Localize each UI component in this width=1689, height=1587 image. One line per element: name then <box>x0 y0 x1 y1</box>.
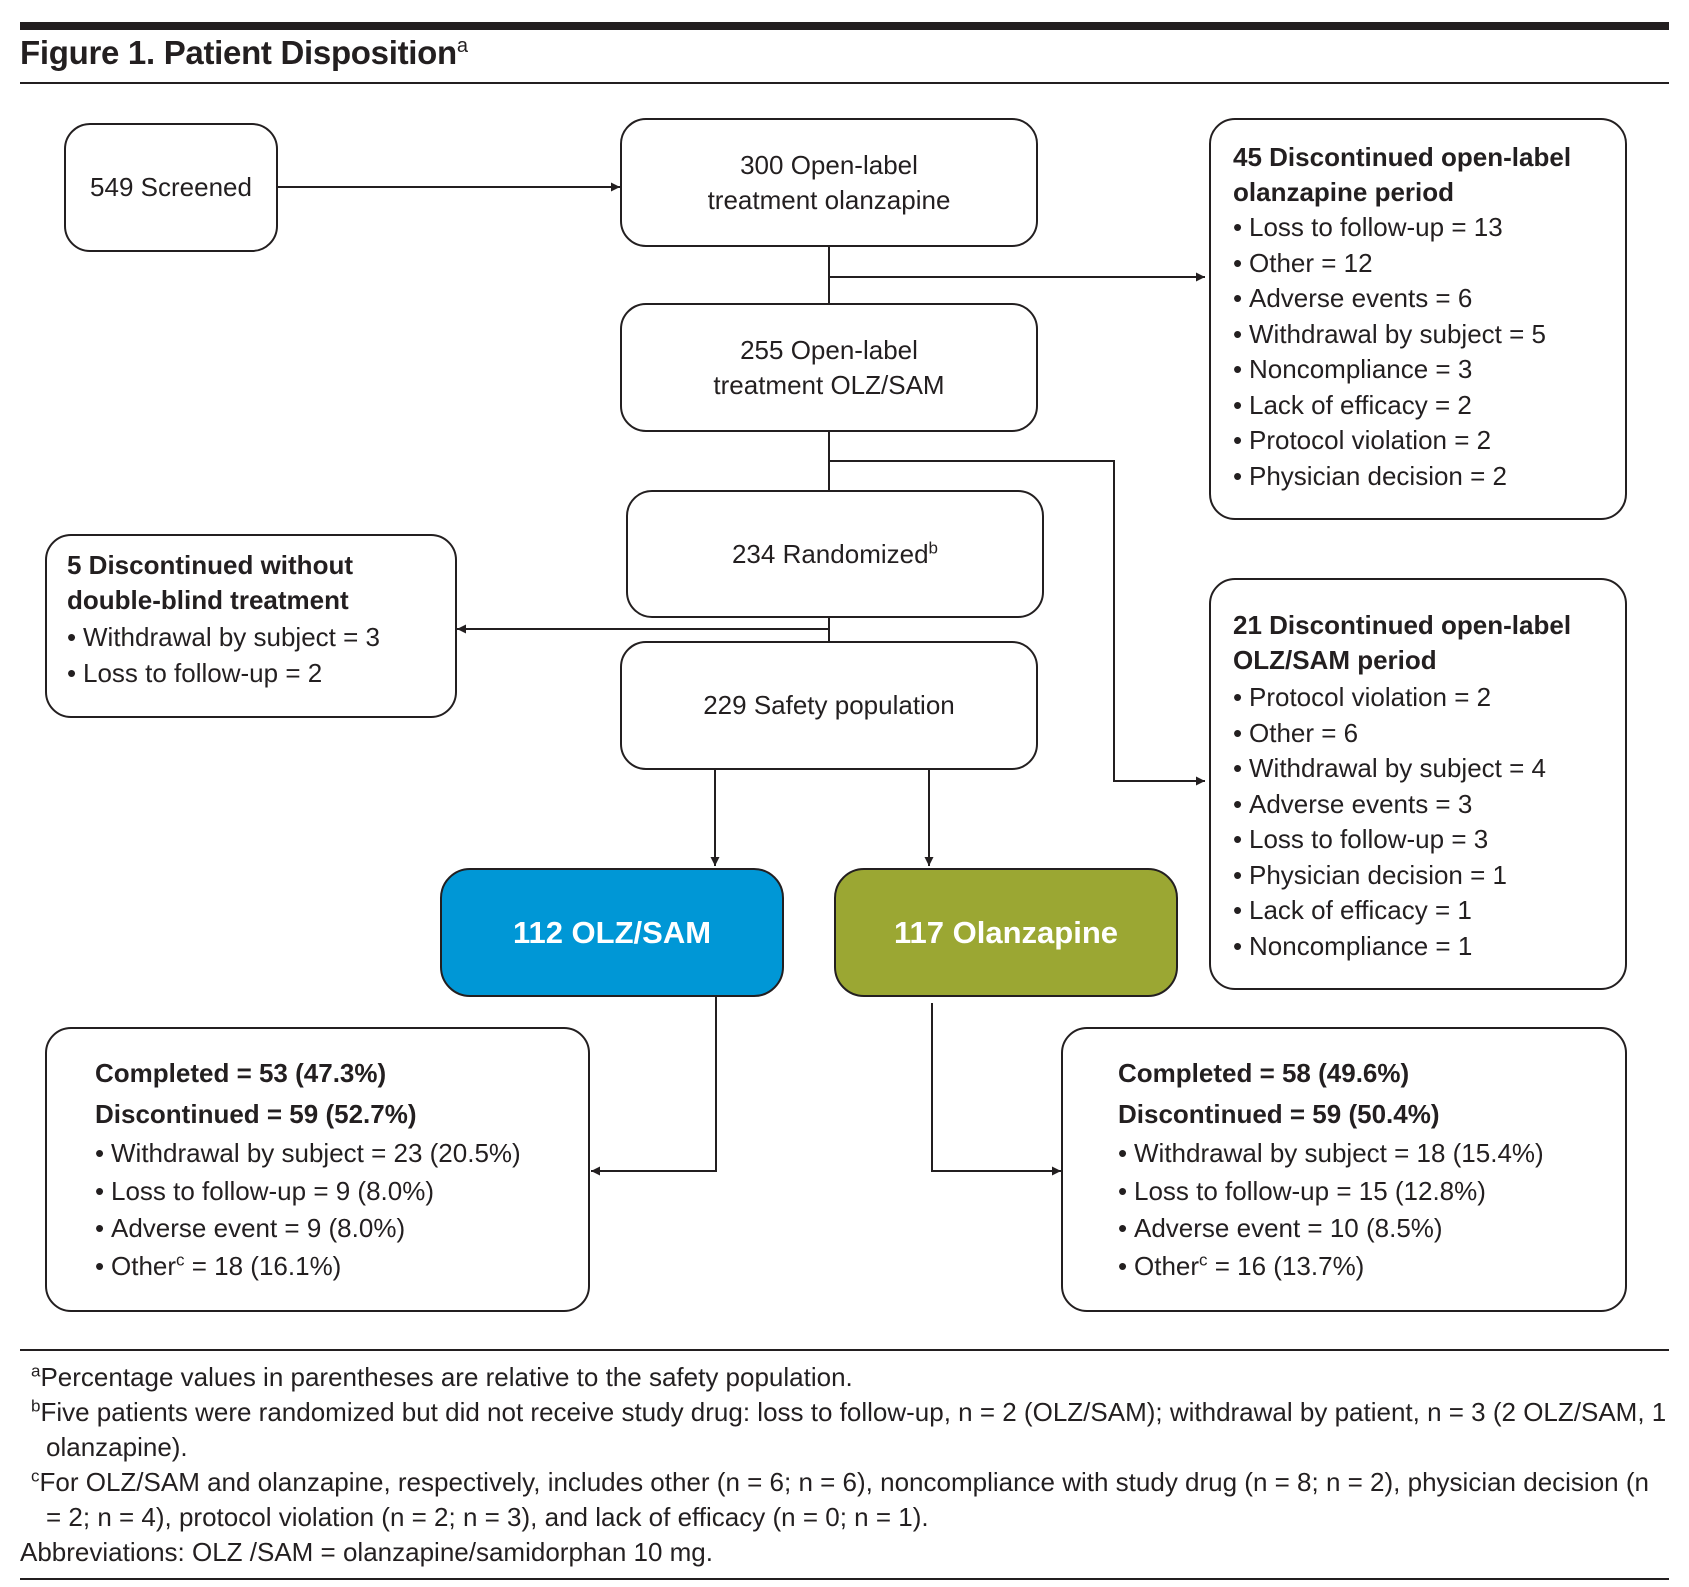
discontinued-heading: OLZ/SAM period <box>1233 645 1437 675</box>
list-item: Adverse events = 6 <box>1233 281 1605 317</box>
arrow-left-icon <box>591 997 717 1176</box>
bottom-rule <box>20 1578 1669 1580</box>
discontinued-heading: 45 Discontinued open-label <box>1233 142 1572 172</box>
list-item: Withdrawal by subject = 23 (20.5%) <box>95 1135 568 1173</box>
screened-box: 549 Screened <box>64 123 278 252</box>
arrow-right-icon <box>829 460 1205 786</box>
list-item: Loss to follow-up = 9 (8.0%) <box>95 1173 568 1211</box>
olzsam-arm-box: 112 OLZ/SAM <box>440 868 784 997</box>
discontinued-reasons-list: Withdrawal by subject = 18 (15.4%) Loss … <box>1118 1135 1605 1285</box>
list-item: Adverse event = 10 (8.5%) <box>1118 1210 1605 1248</box>
outcome-olanzapine-box: Completed = 58 (49.6%) Discontinued = 59… <box>1061 1027 1627 1312</box>
list-item: Withdrawal by subject = 4 <box>1233 751 1605 787</box>
list-item: Other = 12 <box>1233 246 1605 282</box>
footnotes: aPercentage values in parentheses are re… <box>20 1360 1669 1570</box>
list-item: Withdrawal by subject = 3 <box>67 620 435 656</box>
list-item: Adverse events = 3 <box>1233 787 1605 823</box>
safety-population-box: 229 Safety population <box>620 641 1038 770</box>
olanzapine-arm-box: 117 Olanzapine <box>834 868 1178 997</box>
list-item: Noncompliance = 1 <box>1233 929 1605 965</box>
abbreviations: Abbreviations: OLZ /SAM = olanzapine/sam… <box>20 1537 713 1567</box>
open-label-olzsam-box: 255 Open-label treatment OLZ/SAM <box>620 303 1038 432</box>
outcome-olzsam-box: Completed = 53 (47.3%) Discontinued = 59… <box>45 1027 590 1312</box>
footnote-rule <box>20 1349 1669 1351</box>
list-item: Protocol violation = 2 <box>1233 423 1605 459</box>
completed-count: Completed = 58 (49.6%) <box>1118 1058 1410 1088</box>
discontinued-reasons-list: Protocol violation = 2 Other = 6 Withdra… <box>1233 680 1605 964</box>
title-footnote-mark: a <box>456 35 468 57</box>
discontinued-olanzapine-period-box: 45 Discontinued open-label olanzapine pe… <box>1209 118 1627 520</box>
footnote-b: bFive patients were randomized but did n… <box>31 1396 1667 1462</box>
top-rule <box>20 22 1669 30</box>
list-item: Adverse event = 9 (8.0%) <box>95 1210 568 1248</box>
discontinued-without-treatment-box: 5 Discontinued without double-blind trea… <box>45 534 457 718</box>
list-item: Other = 6 <box>1233 716 1605 752</box>
completed-count: Completed = 53 (47.3%) <box>95 1058 387 1088</box>
list-item: Loss to follow-up = 3 <box>1233 822 1605 858</box>
open-label-olanzapine-box: 300 Open-label treatment olanzapine <box>620 118 1038 247</box>
list-item: Withdrawal by subject = 18 (15.4%) <box>1118 1135 1605 1173</box>
randomized-box: 234 Randomizedb <box>626 490 1044 618</box>
title-rule <box>20 82 1669 84</box>
list-item: Lack of efficacy = 1 <box>1233 893 1605 929</box>
list-item: Protocol violation = 2 <box>1233 680 1605 716</box>
discontinued-heading: 21 Discontinued open-label <box>1233 610 1572 640</box>
list-item: Withdrawal by subject = 5 <box>1233 317 1605 353</box>
figure-title: Figure 1. Patient Dispositiona <box>20 34 468 71</box>
discontinued-reasons-list: Withdrawal by subject = 3 Loss to follow… <box>67 620 435 691</box>
footnote-c: cFor OLZ/SAM and olanzapine, respectivel… <box>31 1466 1649 1532</box>
list-item: Otherc = 16 (13.7%) <box>1118 1248 1605 1286</box>
footnote-a: aPercentage values in parentheses are re… <box>31 1361 853 1392</box>
discontinued-count: Discontinued = 59 (52.7%) <box>95 1099 417 1129</box>
discontinued-olzsam-period-box: 21 Discontinued open-label OLZ/SAM perio… <box>1209 578 1627 990</box>
list-item: Loss to follow-up = 15 (12.8%) <box>1118 1173 1605 1211</box>
discontinued-reasons-list: Withdrawal by subject = 23 (20.5%) Loss … <box>95 1135 568 1285</box>
list-item: Physician decision = 2 <box>1233 459 1605 495</box>
list-item: Otherc = 18 (16.1%) <box>95 1248 568 1286</box>
list-item: Noncompliance = 3 <box>1233 352 1605 388</box>
list-item: Loss to follow-up = 2 <box>67 656 435 692</box>
discontinued-reasons-list: Loss to follow-up = 13 Other = 12 Advers… <box>1233 210 1605 494</box>
discontinued-heading: double-blind treatment <box>67 585 349 615</box>
discontinued-count: Discontinued = 59 (50.4%) <box>1118 1099 1440 1129</box>
discontinued-heading: 5 Discontinued without <box>67 550 353 580</box>
arrow-right-icon <box>931 1003 1061 1176</box>
list-item: Physician decision = 1 <box>1233 858 1605 894</box>
randomized-label: 234 Randomizedb <box>731 537 939 569</box>
discontinued-heading: olanzapine period <box>1233 177 1455 207</box>
list-item: Loss to follow-up = 13 <box>1233 210 1605 246</box>
list-item: Lack of efficacy = 2 <box>1233 388 1605 424</box>
